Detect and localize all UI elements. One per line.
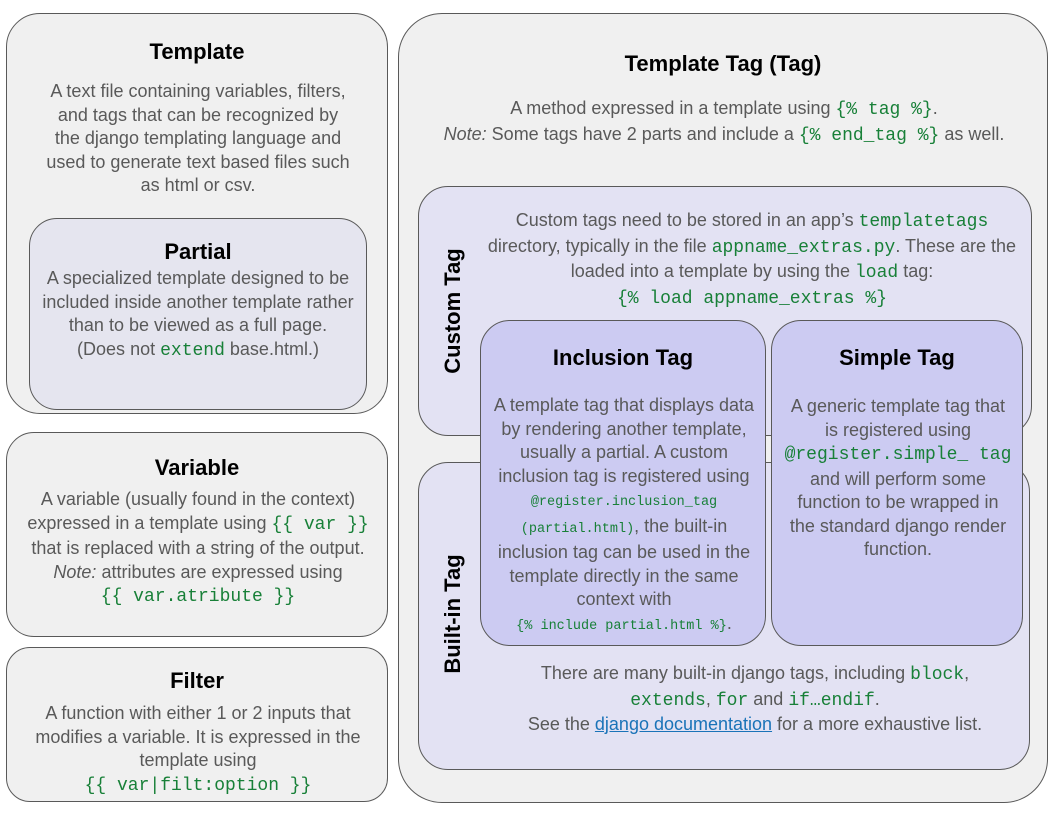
partial-description: A specialized template designed to be in… [42,268,354,361]
variable-description: A variable (usually found in the context… [27,489,369,607]
filter-description: A function with either 1 or 2 inputs tha… [35,703,361,796]
template-title: Template [149,39,245,64]
filter-title: Filter [170,668,224,693]
partial-title: Partial [164,239,232,264]
end-tag-code: {% end_tag %} [798,125,940,146]
tag-code: {% tag %} [835,100,933,120]
django-documentation-link[interactable]: django documentation [594,714,773,734]
simple-tag-box: Simple Tag A generic template tag that i… [771,320,1023,646]
variable-attribute-code: {{ var.atribute }} [100,587,296,607]
load-tag-code: {% load appname_extras %} [616,288,888,309]
partial-box: Partial A specialized template designed … [29,218,367,410]
filter-box: Filter A function with either 1 or 2 inp… [6,647,388,802]
variable-code: {{ var }} [271,514,369,535]
template-tag-note-label: Note: [443,123,487,144]
variable-title: Variable [154,455,240,480]
builtin-tag-description: There are many built-in django tags, inc… [527,663,983,734]
template-tag-title: Template Tag (Tag) [624,51,822,76]
variable-note-label: Note: [53,561,97,582]
include-partial-code: {% include partial.html %} [516,618,727,634]
inclusion-tag-box: Inclusion Tag A template tag that displa… [480,320,766,646]
inclusion-tag-description: A template tag that displays data by ren… [493,395,755,634]
template-box: Template A text file containing variable… [6,13,388,414]
register-simple-tag-code: @register.simple_ tag [784,445,1012,465]
register-inclusion-tag-code: @register.inclusion_tag (partial.html) [520,495,718,537]
simple-tag-title: Simple Tag [839,345,955,370]
partial-extend-code: extend [160,340,225,361]
template-description: A text file containing variables, filter… [46,81,350,195]
template-tag-description: A method expressed in a template using {… [443,98,1005,146]
variable-box: Variable A variable (usually found in th… [6,432,388,637]
builtin-tag-label: Built-in Tag [440,554,465,674]
filter-code: {{ var|filt:option }} [84,775,312,796]
simple-tag-description: A generic template tag that is registere… [784,396,1012,559]
custom-tag-label: Custom Tag [440,248,465,374]
custom-tag-description: Custom tags need to be stored in an app’… [487,210,1017,309]
inclusion-tag-title: Inclusion Tag [552,345,694,370]
